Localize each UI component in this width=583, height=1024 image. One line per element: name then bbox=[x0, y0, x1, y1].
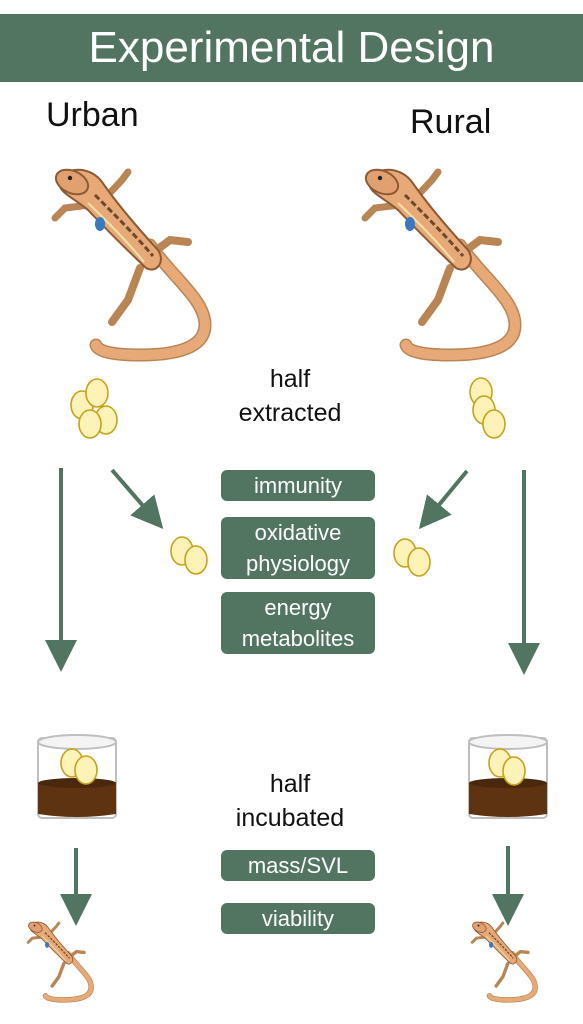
urban-egg-clutch-icon bbox=[70, 378, 118, 439]
urban-extract-arrow-icon bbox=[110, 468, 164, 530]
rural-incubator-cup-icon bbox=[468, 734, 548, 819]
measure-immunity-text: immunity bbox=[253, 473, 342, 498]
rural-hatchling-lizard-icon bbox=[471, 920, 535, 1000]
rural-label: Rural bbox=[410, 103, 492, 141]
measure-immunity: immunity bbox=[221, 470, 375, 501]
measure-energy-text: energy bbox=[264, 595, 332, 620]
urban-extracted-eggs-icon bbox=[170, 536, 208, 575]
title-banner: Experimental Design bbox=[0, 14, 583, 82]
measure-viability-text: viability bbox=[261, 906, 335, 931]
diagram-title: Experimental Design bbox=[88, 23, 495, 72]
measure-energy-metabolites: energy metabolites bbox=[221, 592, 375, 654]
urban-adult-lizard-icon bbox=[52, 165, 205, 355]
measure-viability: viability bbox=[221, 903, 375, 934]
measure-oxidative-physiology: oxidative physiology bbox=[221, 517, 375, 579]
rural-egg-clutch-icon bbox=[469, 377, 506, 439]
half-incubated-line1: half bbox=[269, 770, 311, 798]
urban-label: Urban bbox=[46, 96, 139, 134]
half-extracted-line2: extracted bbox=[238, 399, 342, 427]
half-incubated-line2: incubated bbox=[235, 804, 345, 832]
measure-metabolites-text: metabolites bbox=[241, 626, 355, 651]
half-extracted-label: half extracted bbox=[190, 362, 390, 430]
measure-mass-svl-text: mass/SVL bbox=[247, 853, 349, 878]
rural-extract-arrow-icon bbox=[418, 469, 469, 530]
measure-mass-svl: mass/SVL bbox=[221, 850, 375, 881]
rural-extracted-eggs-icon bbox=[393, 538, 431, 577]
urban-hatchling-lizard-icon bbox=[27, 920, 91, 1000]
urban-incubator-cup-icon bbox=[37, 734, 117, 819]
half-extracted-line1: half bbox=[269, 365, 311, 393]
measure-oxidative-text: oxidative bbox=[254, 520, 342, 545]
measure-physiology-text: physiology bbox=[246, 551, 350, 576]
half-incubated-label: half incubated bbox=[190, 767, 390, 835]
rural-adult-lizard-icon bbox=[362, 165, 515, 355]
